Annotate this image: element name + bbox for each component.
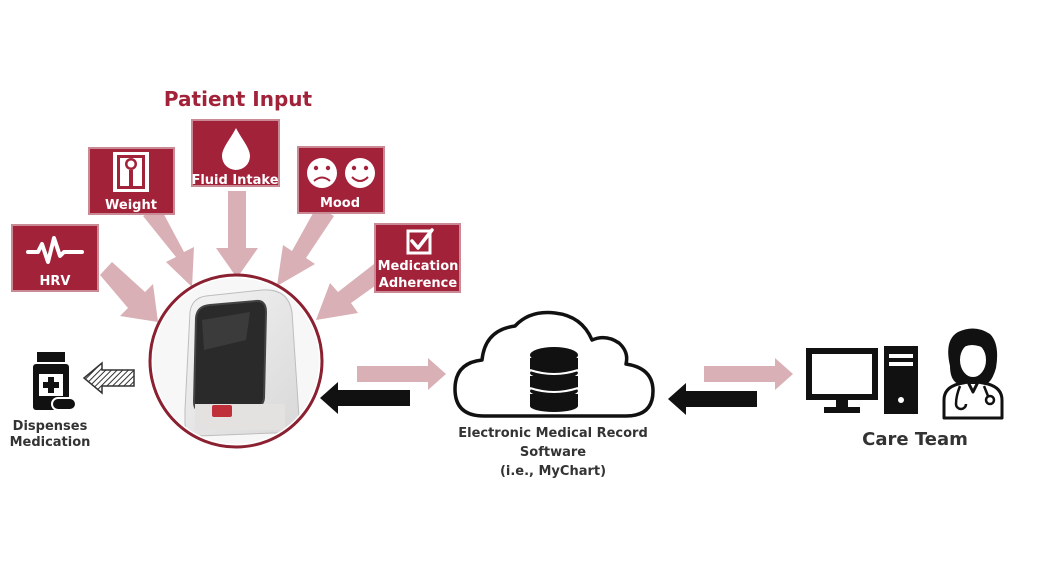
arrow-emr-to-care-team [704, 358, 793, 390]
input-tile-fluid-intake: Fluid Intake [191, 119, 280, 188]
input-tile-weight: Weight [88, 147, 175, 215]
computer-icon [806, 346, 918, 414]
input-tile-medication-adherence: Medication Adherence [374, 223, 461, 293]
cloud-database-icon [453, 310, 655, 418]
arrow-weight-to-device [143, 207, 194, 287]
tile-label-adherence: Adherence [379, 276, 458, 291]
arrow-emr-to-device [320, 382, 410, 414]
arrow-care-team-to-emr [668, 383, 757, 415]
dispensing-device-image [148, 273, 324, 449]
dispenses-line-1: Dispenses [13, 419, 88, 434]
input-tile-mood: Mood [297, 146, 385, 214]
tile-label-fluid-intake: Fluid Intake [191, 173, 278, 188]
emr-line-2: Software [520, 445, 586, 460]
doctor-icon [942, 328, 1004, 420]
checkbox-icon [406, 228, 434, 255]
arrow-medication-to-device [316, 264, 386, 320]
emr-line-3: (i.e., MyChart) [500, 464, 606, 479]
input-tile-hrv: HRV [11, 224, 99, 292]
emr-line-1: Electronic Medical Record [458, 426, 648, 441]
happy-face-icon [345, 158, 375, 188]
patient-input-title: Patient Input [164, 87, 313, 111]
tile-label-hrv: HRV [40, 274, 71, 289]
arrow-fluid-to-device [216, 191, 258, 278]
arrow-device-to-emr [357, 358, 446, 390]
input-arrows [100, 191, 386, 322]
scale-icon [113, 152, 149, 192]
tile-label-medication: Medication [378, 259, 459, 274]
dispense-arrow [82, 361, 135, 395]
arrow-hrv-to-device [100, 262, 158, 322]
dispenses-line-2: Medication [10, 435, 91, 450]
sad-face-icon [307, 158, 337, 188]
tile-label-weight: Weight [105, 198, 157, 213]
arrow-mood-to-device [277, 206, 334, 286]
tile-label-mood: Mood [320, 196, 360, 211]
mood-faces-icon [307, 158, 375, 188]
pill-bottle-icon [33, 352, 77, 411]
water-drop-icon [222, 128, 250, 170]
heart-rate-icon [26, 236, 84, 264]
care-team-label: Care Team [862, 429, 968, 450]
device-slot [212, 405, 232, 417]
